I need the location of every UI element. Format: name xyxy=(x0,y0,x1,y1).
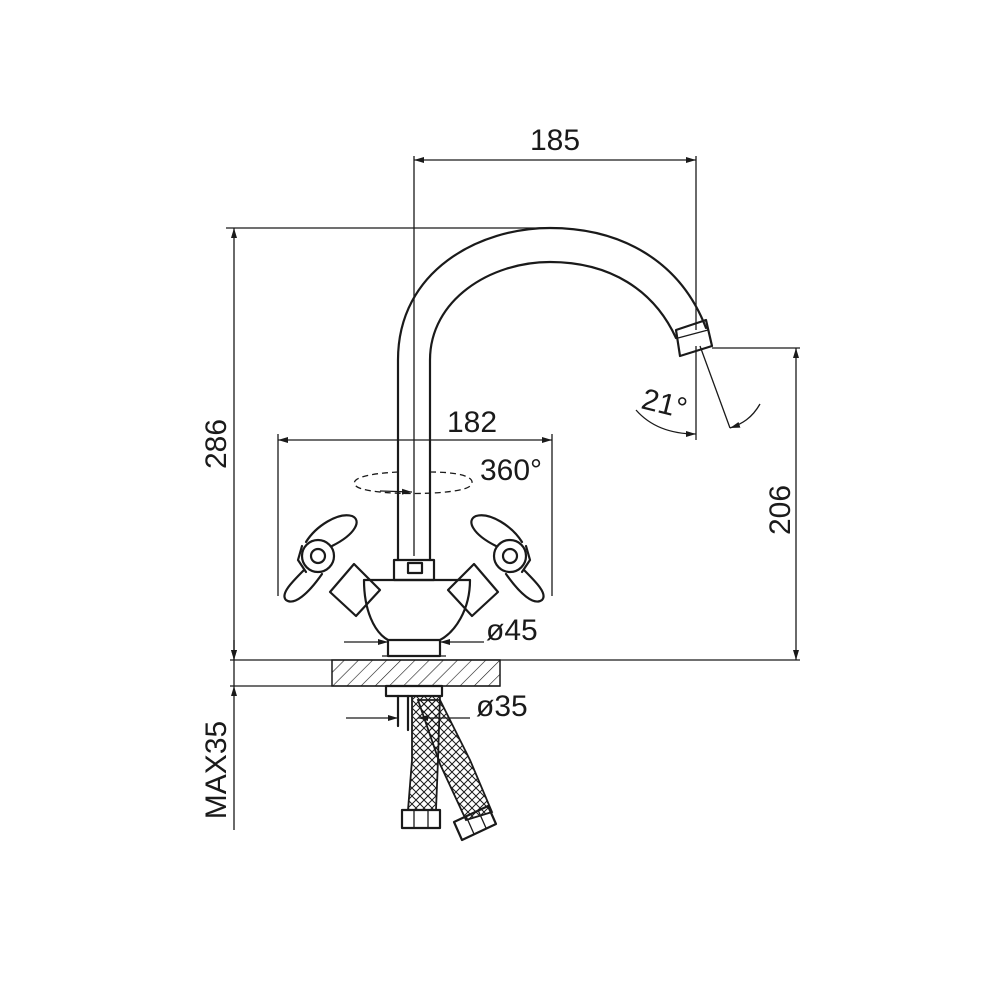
spout-angle-indicator: 21° xyxy=(635,345,761,440)
label-max-thickness: MAX35 xyxy=(200,721,233,819)
rotation-indicator: 360° xyxy=(353,454,542,495)
label-shank-diameter: ø35 xyxy=(476,690,528,723)
dimension-shank-diameter: ø35 xyxy=(346,690,528,723)
dimension-handle-span: 182 xyxy=(277,406,553,596)
left-handle xyxy=(283,514,382,618)
dimension-total-height: 286 xyxy=(200,227,550,660)
mounting-section-hatch xyxy=(331,659,501,687)
label-base-diameter: ø45 xyxy=(486,614,538,647)
label-spout-reach: 185 xyxy=(530,124,580,157)
label-handle-span: 182 xyxy=(447,406,497,439)
dimension-spout-reach: 185 xyxy=(413,124,697,556)
shank-and-hoses xyxy=(384,684,498,842)
countertop-line xyxy=(230,659,800,687)
dimension-base-diameter: ø45 xyxy=(344,614,538,647)
label-spout-height: 206 xyxy=(764,485,797,535)
label-rotation: 360° xyxy=(480,454,542,487)
label-total-height: 286 xyxy=(200,419,233,469)
right-handle xyxy=(446,514,545,618)
dimension-max-thickness: MAX35 xyxy=(200,640,237,830)
dimension-spout-height: 206 xyxy=(712,347,800,660)
